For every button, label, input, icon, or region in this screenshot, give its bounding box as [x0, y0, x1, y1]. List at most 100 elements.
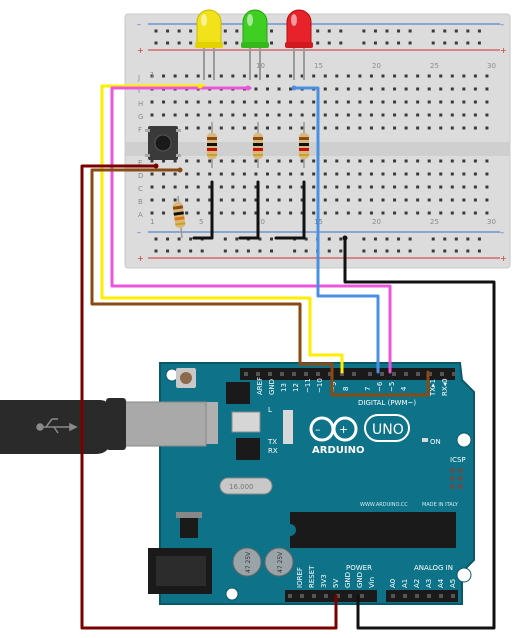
rail-hole — [235, 41, 239, 45]
breadboard-hole — [208, 113, 212, 117]
resistor-red-led[interactable] — [299, 122, 309, 168]
reset-button[interactable] — [176, 368, 196, 388]
wire-brown[interactable] — [90, 168, 430, 397]
breadboard-hole — [196, 100, 200, 104]
breadboard-hole — [266, 185, 269, 189]
power-jack — [148, 548, 212, 594]
breadboard-hole — [462, 185, 466, 189]
led-yellow[interactable] — [195, 9, 223, 80]
rail-hole — [166, 29, 170, 33]
header-pin — [280, 372, 284, 376]
col-number-bottom-20: 20 — [372, 218, 381, 226]
analog-header-pins — [391, 594, 455, 598]
breadboard-hole — [473, 211, 477, 215]
rail-hole — [362, 237, 366, 241]
led-green[interactable] — [241, 9, 269, 80]
breadboard-hole — [439, 87, 443, 91]
header-pin — [336, 594, 340, 598]
breadboard-hole — [323, 74, 327, 78]
breadboard-hole — [462, 159, 466, 163]
col-number-bottom-1: 1 — [150, 218, 154, 226]
breadboard-hole — [242, 126, 246, 130]
rail-hole — [408, 29, 412, 33]
resistor-button-pulldown[interactable] — [172, 195, 186, 239]
breadboard-hole — [231, 100, 235, 104]
wire-pink[interactable] — [110, 86, 392, 374]
col-number-bottom-5: 5 — [199, 218, 203, 226]
resistor-yellow-led[interactable] — [207, 122, 217, 168]
row-letter-b: B — [138, 198, 143, 206]
breadboard-hole — [439, 113, 443, 117]
pin-label-a1: A1 — [401, 579, 409, 588]
breadboard-hole — [473, 74, 477, 78]
analog-label: ANALOG IN — [414, 564, 453, 572]
header-pin — [391, 594, 395, 598]
push-button[interactable] — [145, 126, 181, 160]
breadboard-hole — [277, 87, 281, 91]
rail-hole — [154, 41, 158, 45]
digital-header — [240, 368, 455, 380]
breadboard-hole — [427, 211, 431, 215]
resistor-green-led[interactable] — [253, 122, 263, 168]
breadboard-hole — [219, 159, 223, 163]
breadboard-hole — [404, 172, 408, 176]
rail-hole — [189, 29, 193, 33]
breadboard-hole — [450, 198, 454, 202]
breadboard-hole — [439, 172, 443, 176]
breadboard-hole — [462, 113, 466, 117]
capacitor-2-label: 47 25V — [277, 551, 284, 573]
breadboard-hole — [219, 211, 223, 215]
breadboard-hole — [242, 185, 246, 189]
header-pin — [348, 594, 352, 598]
breadboard-hole — [393, 87, 397, 91]
rail-hole — [477, 237, 481, 241]
breadboard-hole — [462, 100, 466, 104]
jumper-gnd-1[interactable] — [192, 180, 214, 240]
rail-hole — [477, 41, 481, 45]
breadboard-hole — [289, 198, 293, 202]
rail-hole — [235, 249, 239, 253]
breadboard-hole — [416, 172, 420, 176]
wire-yellow[interactable] — [100, 84, 344, 374]
breadboard-hole — [185, 211, 189, 215]
rail-hole — [235, 29, 239, 33]
breadboard-hole — [381, 159, 385, 163]
pin-label-gnd: GND — [268, 379, 276, 395]
jumper-gnd-2[interactable] — [238, 180, 260, 240]
header-pin — [403, 594, 407, 598]
jumper-gnd-3[interactable] — [274, 180, 306, 240]
breadboard-hole — [162, 211, 166, 215]
breadboard-hole — [173, 185, 177, 189]
breadboard-hole — [439, 100, 443, 104]
row-letter-j: J — [137, 74, 140, 82]
breadboard-hole — [381, 113, 385, 117]
rail-hole — [270, 41, 273, 45]
breadboard-hole — [196, 172, 200, 176]
breadboard-hole — [450, 126, 454, 130]
row-letter-i: I — [138, 87, 140, 95]
breadboard-hole — [450, 211, 454, 215]
breadboard-hole — [346, 185, 350, 189]
power-label: POWER — [346, 564, 372, 572]
rail-hole — [189, 237, 193, 241]
col-number-top-30: 30 — [487, 62, 496, 70]
usb-cable[interactable] — [0, 398, 207, 454]
header-pin — [416, 372, 420, 376]
breadboard-hole — [173, 172, 177, 176]
wire-blue[interactable] — [292, 86, 380, 374]
breadboard-hole — [346, 126, 350, 130]
header-pin — [312, 594, 316, 598]
breadboard-hole — [173, 198, 177, 202]
rail-hole — [477, 29, 481, 33]
led-red[interactable] — [285, 9, 313, 80]
breadboard-hole — [196, 211, 200, 215]
on-led-label: ON — [430, 438, 441, 446]
rail-hole — [177, 237, 181, 241]
wire-black[interactable] — [343, 236, 496, 630]
rail-hole — [235, 237, 239, 241]
wire-dark-red[interactable] — [80, 164, 338, 630]
breadboard-hole — [404, 159, 408, 163]
pin-label-4: 4 — [400, 386, 408, 391]
breadboard-hole — [266, 172, 269, 176]
